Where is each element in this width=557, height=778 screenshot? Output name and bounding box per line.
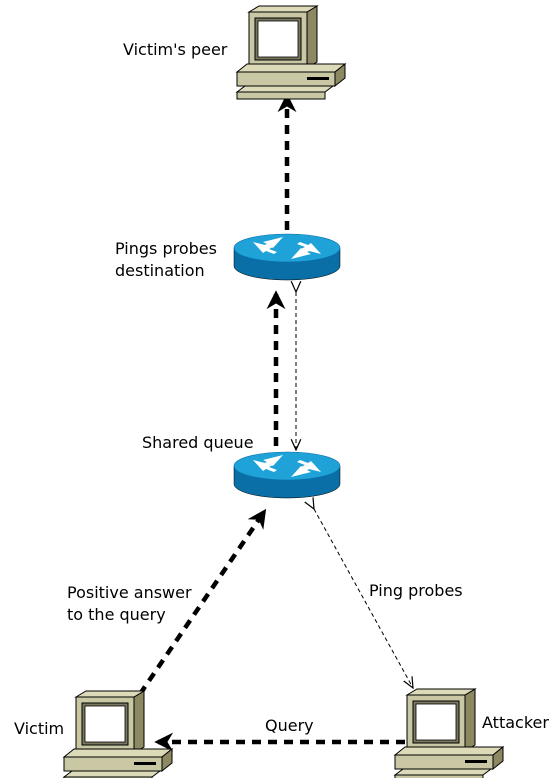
label-attacker: Attacker — [482, 713, 549, 732]
workstation-icon — [236, 5, 346, 100]
label-victims-peer: Victim's peer — [123, 40, 228, 59]
label-query: Query — [265, 716, 314, 735]
label-shared-queue: Shared queue — [142, 433, 254, 452]
router-icon — [233, 451, 341, 499]
router-icon — [233, 233, 341, 281]
label-victim: Victim — [14, 719, 64, 738]
label-positive-answer: Positive answer — [67, 583, 192, 602]
label-positive-answer-2: to the query — [67, 605, 166, 624]
edge-ping-probes — [314, 509, 413, 688]
label-pings-probes-destination: Pings probes — [115, 239, 217, 258]
workstation-icon — [63, 690, 173, 778]
label-pings-probes-destination-2: destination — [115, 261, 205, 280]
edge-positive-answer — [138, 508, 267, 696]
label-ping-probes: Ping probes — [369, 581, 463, 600]
workstation-icon — [394, 688, 504, 778]
